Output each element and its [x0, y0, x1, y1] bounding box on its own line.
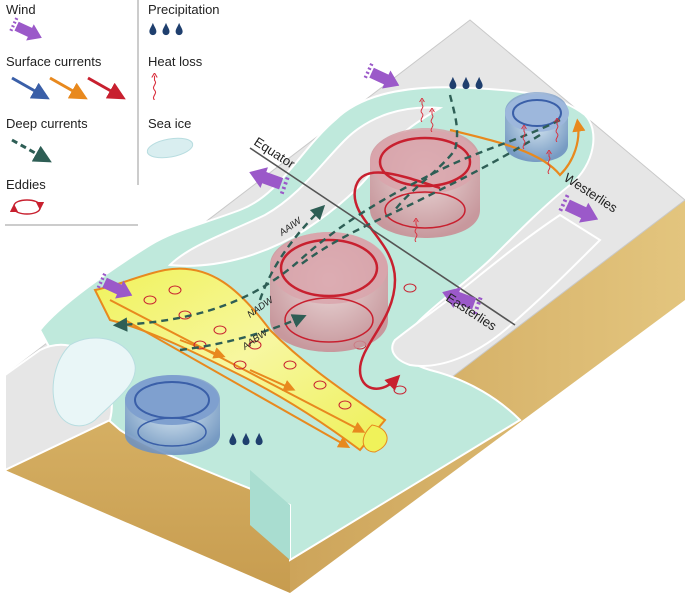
gyre-subtropical-south — [270, 232, 388, 352]
surface-current-red-meander — [353, 171, 441, 391]
legend-heat-loss-label: Heat loss — [148, 54, 203, 69]
eddy-icon — [9, 199, 45, 215]
wind-icon — [7, 15, 47, 47]
legend-wind-label: Wind — [6, 2, 36, 17]
deep-currents — [112, 94, 561, 352]
legend-precipitation-label: Precipitation — [148, 2, 220, 17]
gyre-subpolar-north — [505, 92, 569, 162]
heat-loss-icon — [151, 73, 158, 100]
sea-ice-icon — [146, 137, 194, 159]
land-peninsula-east — [391, 213, 602, 367]
legend-deep-currents-label: Deep currents — [6, 116, 88, 131]
surface-current-icons — [11, 76, 126, 100]
gyre-subpolar-south — [125, 375, 220, 455]
equator-line — [249, 147, 516, 326]
yellow-current-end-cap — [362, 424, 388, 453]
ocean-front-wall — [250, 470, 290, 560]
sea-ice-patch — [52, 337, 136, 427]
legend: Wind Surface currents Deep currents Eddi… — [5, 0, 220, 226]
legend-sea-ice-label: Sea ice — [148, 116, 191, 131]
legend-surface-currents-label: Surface currents — [6, 54, 102, 69]
surface-current-orange-north — [449, 118, 586, 177]
deep-current-icon — [11, 138, 52, 163]
legend-eddies-label: Eddies — [6, 177, 46, 192]
precipitation-icon — [149, 22, 183, 36]
